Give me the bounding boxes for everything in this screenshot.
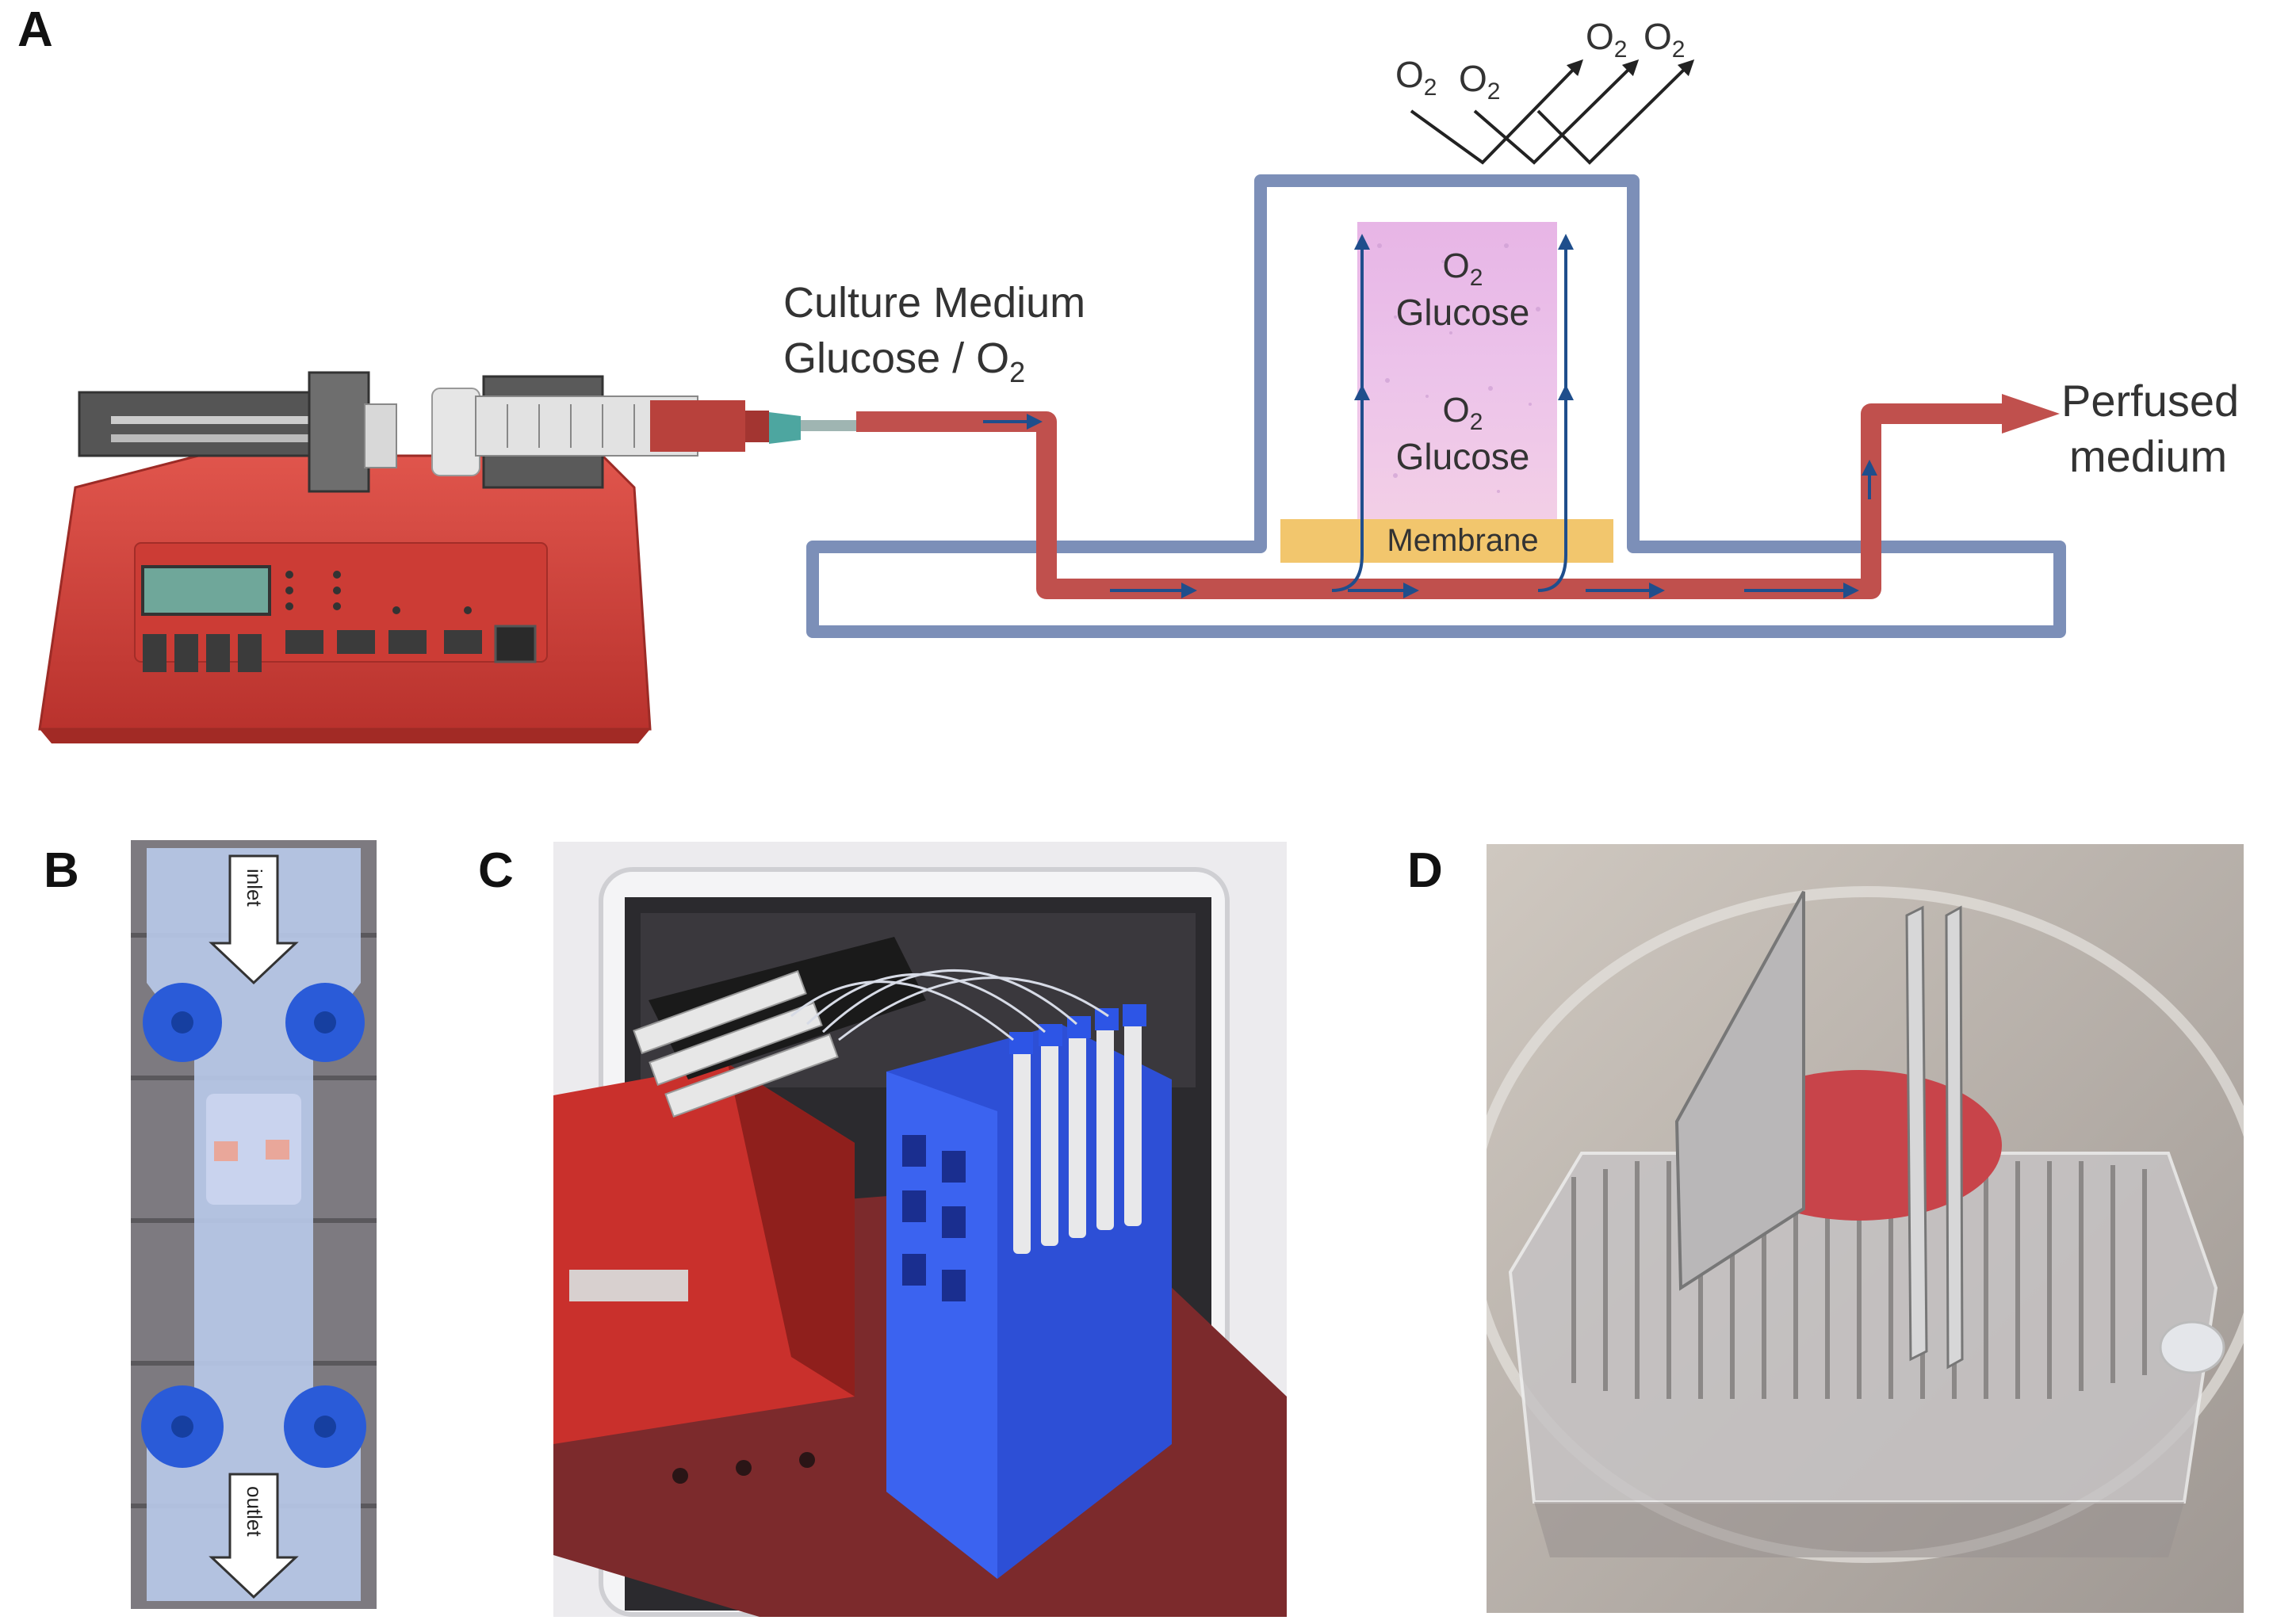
tissue-glucose-upper: Glucose — [1396, 292, 1530, 333]
photo-b-perfusion-chip: inlet outlet — [131, 840, 377, 1609]
membrane-label: Membrane — [1387, 523, 1538, 558]
culture-medium-label: Culture Medium — [783, 279, 1085, 327]
outlet-label: outlet — [243, 1486, 266, 1537]
tissue-slice — [1357, 222, 1557, 523]
photo-d-tissue-holder — [1487, 844, 2244, 1613]
outlet-arrow — [209, 1473, 299, 1599]
syringe-pump-illustration — [38, 371, 856, 743]
perfusion-schematic: Membrane O2 Glucose O2 Glucose O2 O2 O2 … — [38, 16, 2239, 743]
o2-label-2: O2 — [1459, 58, 1500, 105]
chip-outline — [806, 174, 2066, 638]
medium-label: medium — [2069, 431, 2227, 481]
flow-arrows — [983, 234, 1877, 598]
o2-label-3: O2 — [1586, 16, 1627, 63]
o2-label-4: O2 — [1644, 16, 1685, 63]
inlet-arrow — [209, 854, 299, 985]
pump-display — [141, 565, 271, 616]
panel-label-a: A — [17, 2, 53, 57]
photo-c-incubator-setup — [553, 842, 1287, 1617]
panel-label-d: D — [1407, 843, 1443, 898]
membrane — [1280, 519, 1613, 563]
outlet-arrowhead — [2002, 394, 2060, 434]
perfused-label: Perfused — [2061, 376, 2239, 426]
tissue-o2-upper: O2 — [1443, 246, 1483, 291]
o2-label-1: O2 — [1395, 54, 1437, 101]
panel-label-c: C — [478, 843, 514, 898]
inlet-label: inlet — [243, 869, 266, 907]
panel-label-b: B — [44, 843, 79, 898]
tissue-o2-lower: O2 — [1443, 391, 1483, 435]
tissue-texture — [1377, 243, 1540, 493]
glucose-o2-label: Glucose / O2 — [783, 334, 1025, 388]
tissue-glucose-lower: Glucose — [1396, 436, 1530, 477]
o2-exchange-arrows — [1410, 59, 1695, 165]
